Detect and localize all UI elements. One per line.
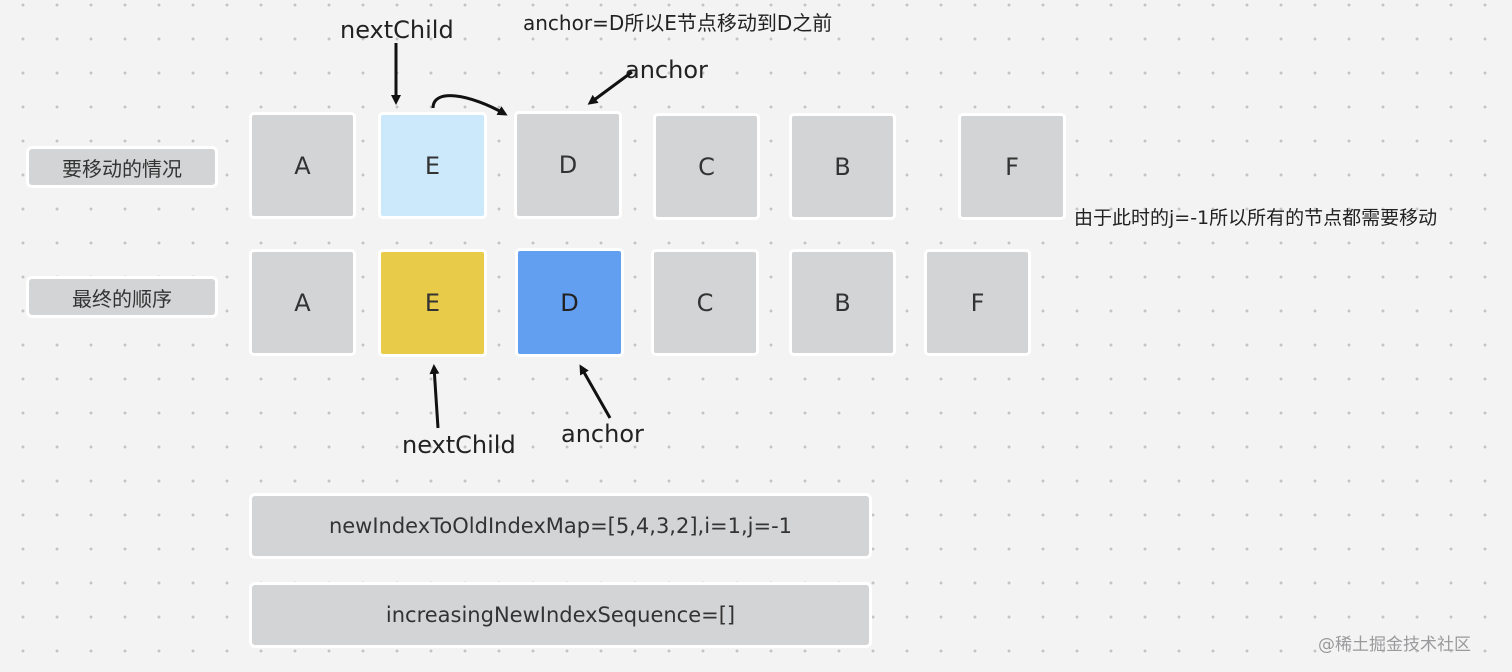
index-map-bar: newIndexToOldIndexMap=[5,4,3,2],i=1,j=-1 (249, 493, 872, 559)
node-bottom-b: B (789, 249, 896, 356)
node-top-a: A (249, 112, 356, 219)
anchor-move-note: anchor=D所以E节点移动到D之前 (523, 11, 833, 35)
anchor-label-top: anchor (625, 56, 708, 84)
node-bottom-c: C (651, 249, 759, 356)
anchor-bottom-arrow (579, 364, 612, 419)
node-bottom-f: F (924, 249, 1031, 356)
next-child-bottom-arrow (429, 364, 440, 429)
watermark: @稀土掘金技术社区 (1318, 635, 1471, 655)
next-child-label-top: nextChild (340, 16, 454, 44)
node-top-e: E (378, 112, 487, 219)
anchor-top-arrow (587, 70, 633, 105)
node-top-c: C (653, 113, 760, 220)
next-child-label-bottom: nextChild (402, 431, 516, 459)
row-label-final-order: 最终的顺序 (26, 276, 218, 318)
node-top-d: D (514, 111, 622, 219)
node-bottom-a: A (249, 249, 356, 356)
increasing-sequence-bar: increasingNewIndexSequence=[] (249, 582, 872, 648)
node-top-f: F (958, 113, 1066, 220)
anchor-label-bottom: anchor (561, 420, 644, 448)
node-bottom-d: D (515, 248, 624, 357)
all-nodes-move-note: 由于此时的j=-1所以所有的节点都需要移动 (1074, 207, 1438, 229)
node-top-b: B (789, 113, 896, 220)
node-bottom-e: E (378, 249, 487, 357)
row-label-to-move: 要移动的情况 (26, 146, 218, 188)
move-e-before-d-arrow (431, 94, 508, 116)
